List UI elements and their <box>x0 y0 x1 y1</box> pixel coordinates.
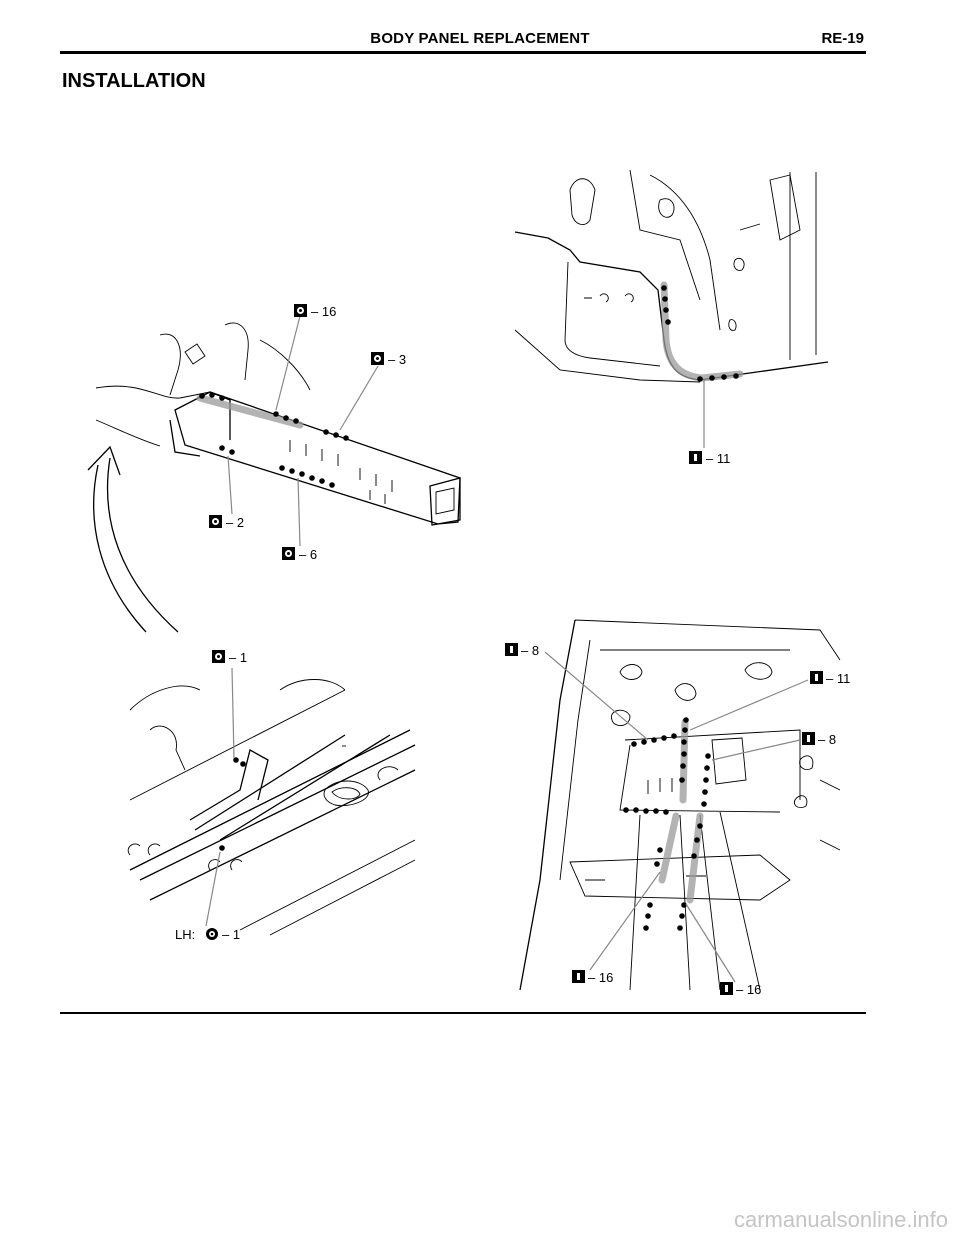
callout-spot-weld-2: – 2 <box>209 515 244 530</box>
callout-spot-weld-16: – 16 <box>294 304 336 319</box>
svg-text:– 1: – 1 <box>229 650 247 665</box>
svg-text:– 16: – 16 <box>311 304 336 319</box>
header-rule <box>60 51 866 54</box>
svg-text:– 2: – 2 <box>226 515 244 530</box>
svg-text:– 3: – 3 <box>388 352 406 367</box>
svg-text:– 16: – 16 <box>736 982 761 997</box>
svg-text:– 8: – 8 <box>818 732 836 747</box>
svg-text:– 8: – 8 <box>521 643 539 658</box>
figure-floor-crossmember <box>127 667 416 936</box>
callout-plug-weld-11: – 11 <box>810 671 850 686</box>
figure-side-member <box>87 315 461 633</box>
watermark: carmanualsonline.info <box>733 1207 948 1232</box>
callout-lh-spot-weld-1: LH: – 1 <box>175 927 240 942</box>
callout-plug-weld-16-left: – 16 <box>572 970 613 985</box>
callout-plug-weld-8-left: – 8 <box>505 643 539 658</box>
callout-spot-weld-1: – 1 <box>212 650 247 665</box>
svg-text:– 16: – 16 <box>588 970 613 985</box>
section-title: INSTALLATION <box>62 70 206 92</box>
svg-text:– 11: – 11 <box>706 451 730 466</box>
figure-rear-floor-pan <box>519 619 841 991</box>
header-title: BODY PANEL REPLACEMENT <box>370 30 590 47</box>
svg-text:– 11: – 11 <box>826 671 850 686</box>
page-number: RE-19 <box>821 30 864 47</box>
svg-text:LH:: LH: <box>175 927 195 942</box>
svg-text:– 6: – 6 <box>299 547 317 562</box>
svg-text:– 1: – 1 <box>222 927 240 942</box>
callout-spot-weld-3: – 3 <box>371 352 406 367</box>
callout-plug-weld-11-top: – 11 <box>689 451 730 466</box>
callout-plug-weld-16-right: – 16 <box>720 982 761 997</box>
callout-plug-weld-8-right: – 8 <box>802 732 836 747</box>
figure-wheel-housing <box>514 169 829 448</box>
callout-spot-weld-6: – 6 <box>282 547 317 562</box>
footer-rule <box>60 1012 866 1014</box>
